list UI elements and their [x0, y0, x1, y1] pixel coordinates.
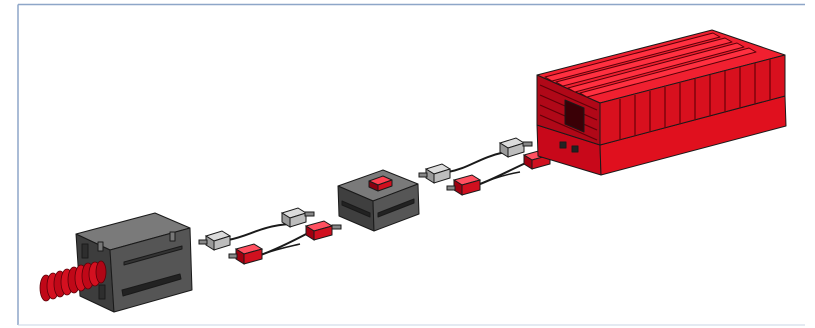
cable-right-icon [419, 138, 558, 195]
switch-icon [338, 170, 419, 231]
cable-left-icon [199, 208, 341, 264]
battery-box-icon [537, 30, 786, 175]
